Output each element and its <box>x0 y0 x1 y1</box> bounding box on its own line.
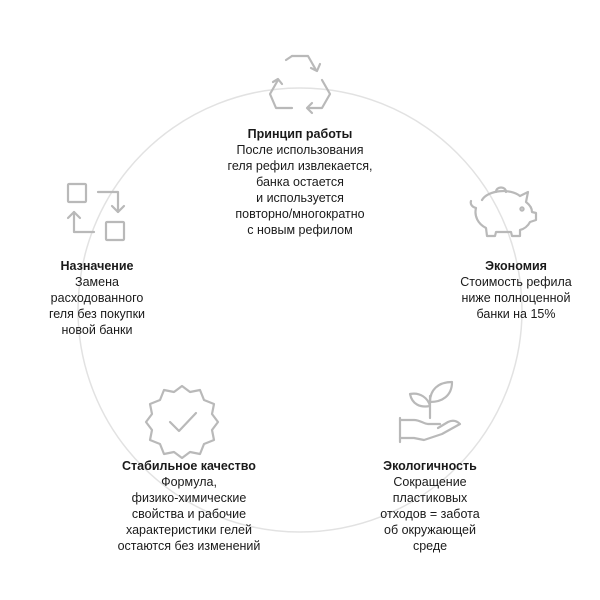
node-economy: Экономия Стоимость рефила ниже полноценн… <box>436 258 596 322</box>
piggy-bank-icon <box>469 186 538 238</box>
node-principle: Принцип работы После использования геля … <box>200 126 400 238</box>
replace-icon <box>66 182 126 242</box>
quality-badge-icon <box>144 384 220 460</box>
node-ecology: Экологичность Сокращение пластиковых отх… <box>350 458 510 554</box>
node-purpose-text: Замена расходованного геля без покупки н… <box>48 275 146 337</box>
node-ecology-title: Экологичность <box>383 459 477 473</box>
node-principle-title: Принцип работы <box>247 127 353 141</box>
node-quality-title: Стабильное качество <box>122 459 256 473</box>
cycle-ring-circle <box>77 87 523 533</box>
node-ecology-text: Сокращение пластиковых отходов = забота … <box>380 475 480 553</box>
node-quality-text: Формула, физико-химические свойства и ра… <box>117 475 261 553</box>
recycle-icon <box>268 54 332 115</box>
node-quality: Стабильное качество Формула, физико-хими… <box>96 458 282 554</box>
node-economy-title: Экономия <box>485 259 547 273</box>
node-economy-text: Стоимость рефила ниже полноценной банки … <box>460 275 572 321</box>
node-purpose: Назначение Замена расходованного геля бе… <box>22 258 172 338</box>
plant-in-hand-icon <box>398 380 462 444</box>
node-purpose-title: Назначение <box>60 259 134 273</box>
node-principle-text: После использования геля рефил извлекает… <box>227 143 373 237</box>
